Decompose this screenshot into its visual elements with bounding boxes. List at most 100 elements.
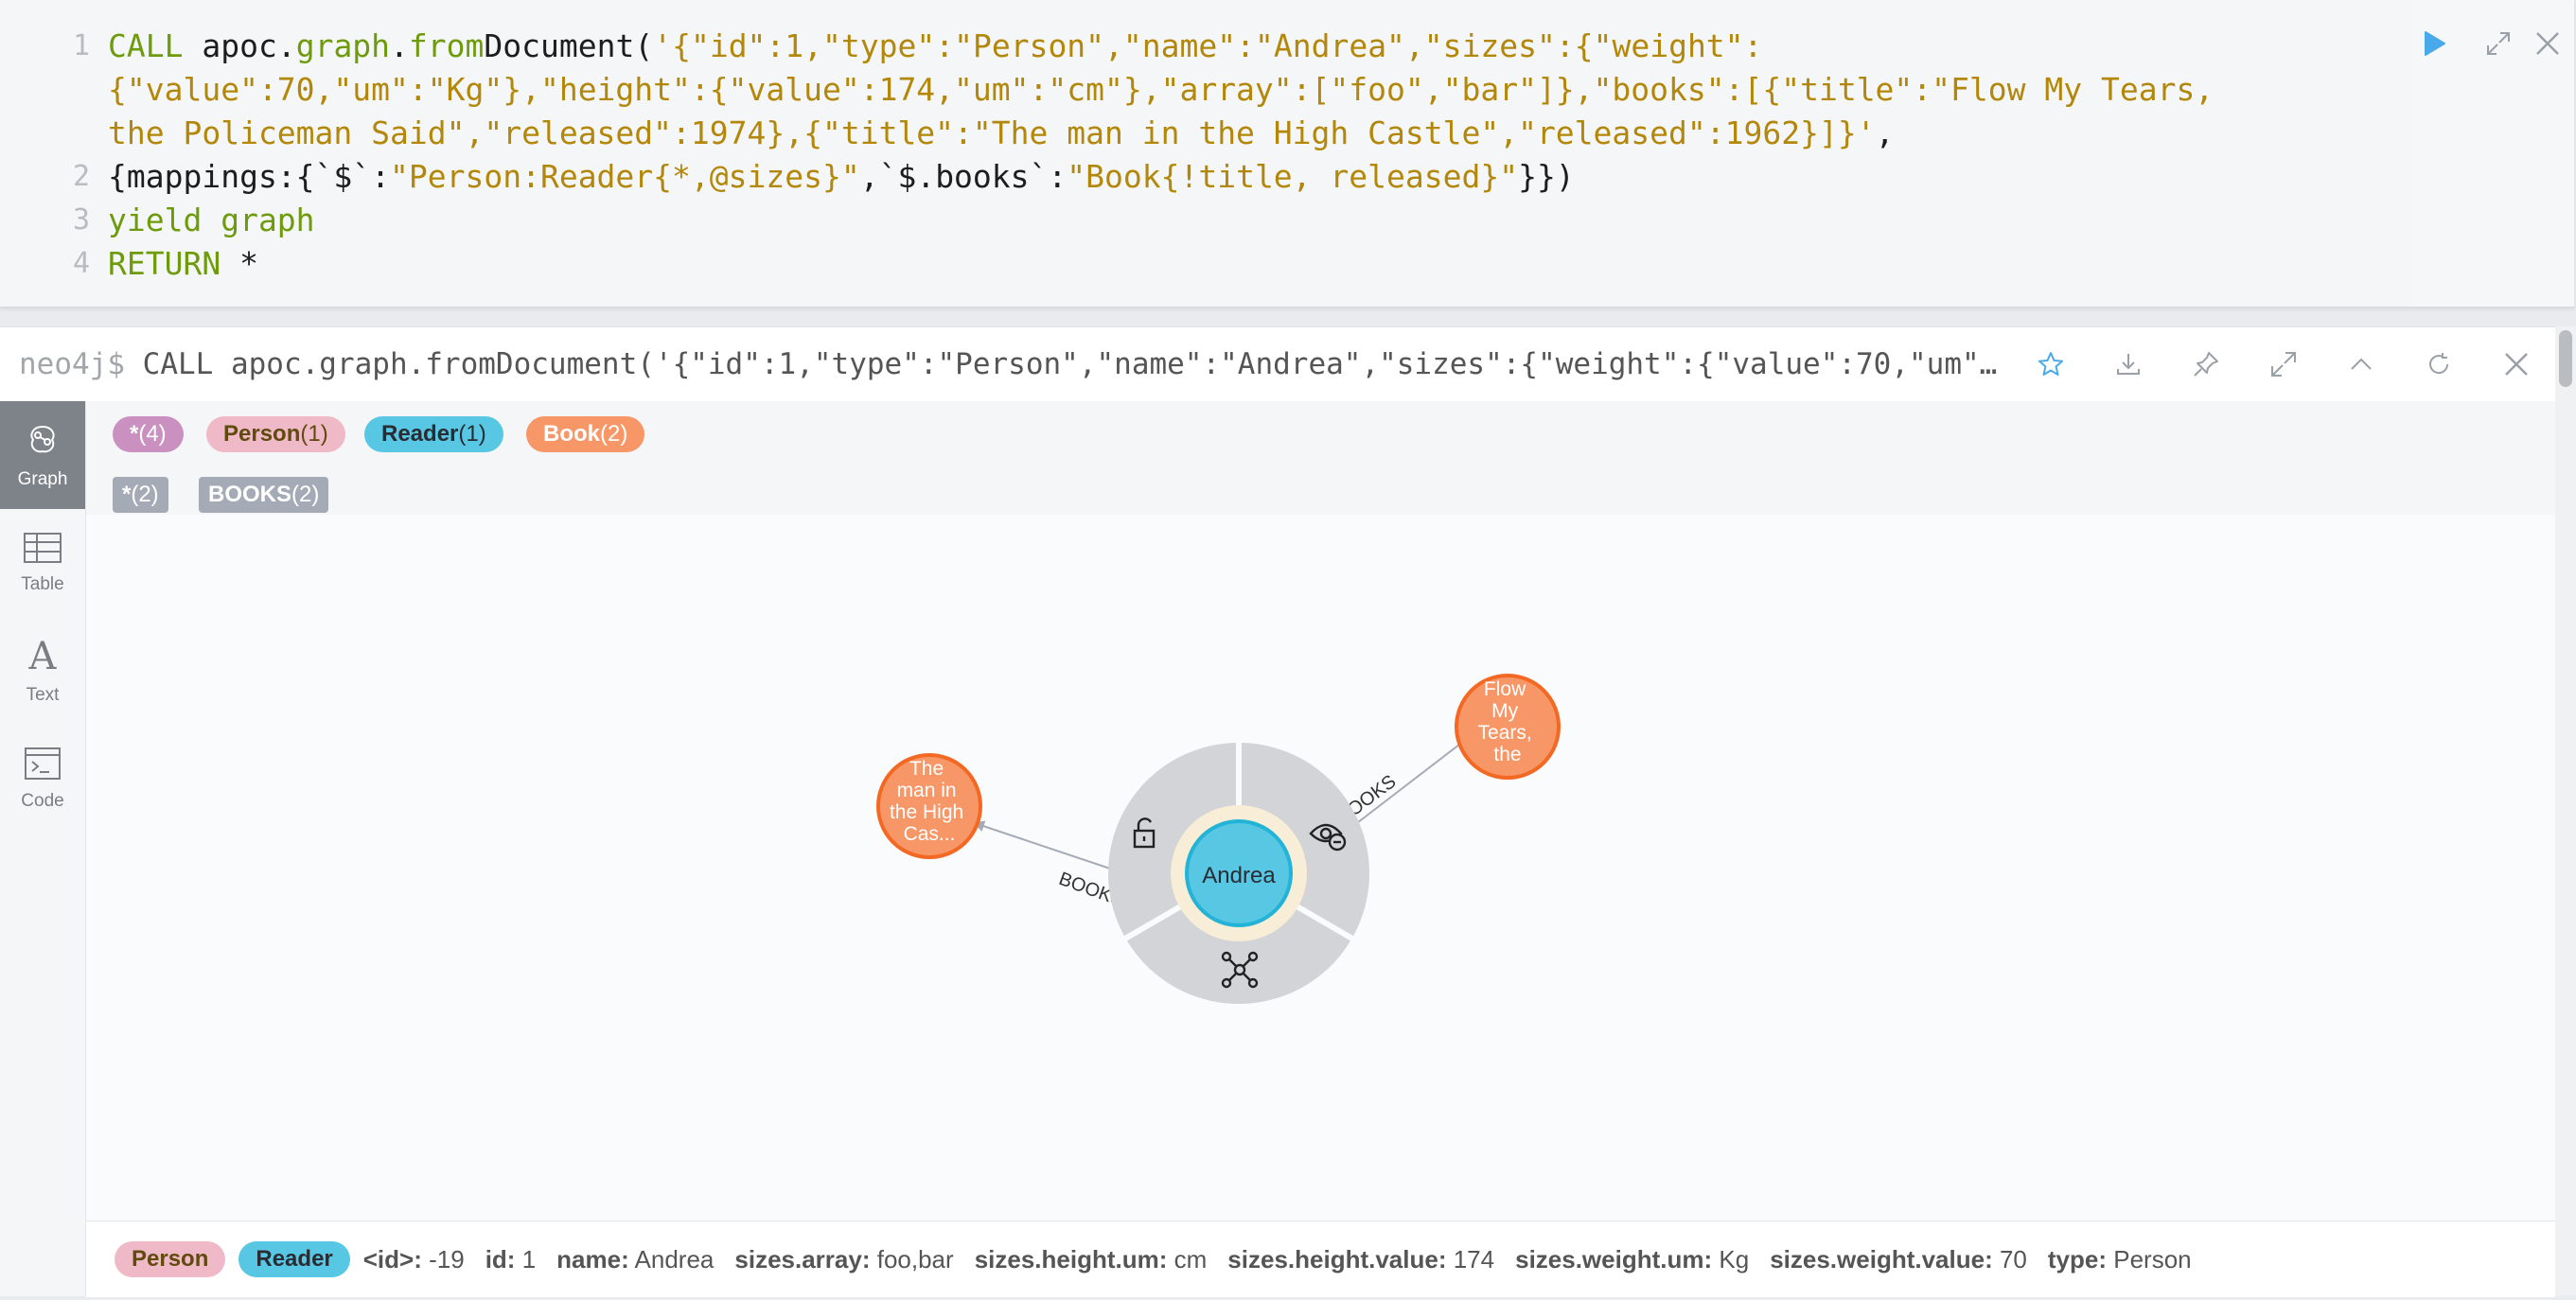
pin-button[interactable] [2184,343,2228,386]
line-number: 4 [72,247,90,280]
download-icon [2117,354,2140,375]
scrollbar[interactable] [2555,326,2576,1295]
legend-label-reader[interactable]: Reader(1) [364,416,503,452]
code-token: RETURN [108,245,240,282]
inspector-property: name: Andrea [556,1245,714,1274]
editor-toolbar [2413,0,2574,85]
relationship-books-1[interactable]: BOOKS [973,820,1126,911]
legend-label-name: * [130,421,139,447]
run-button[interactable] [2413,23,2455,64]
star-icon [2038,352,2063,376]
code-token: "Book{!title, released}" [1067,158,1519,195]
scrollbar-thumb[interactable] [2559,330,2572,387]
expand-child-button[interactable] [1221,951,1259,989]
code-token: . [276,27,296,64]
favorite-button[interactable] [2029,343,2073,386]
line-number: 2 [72,160,90,193]
code-token: graph [295,27,391,64]
inspector-property: sizes.height.value: 174 [1227,1245,1494,1274]
inspector-property: sizes.array: foo,bar [734,1245,953,1274]
code-token: yield graph [108,202,315,238]
property-key: <id>: [362,1244,422,1274]
legend-relationship-all[interactable]: *(2) [113,477,168,513]
code-token: "Person:Reader{*,@sizes}" [390,158,860,195]
frame-command-text: CALL apoc.graph.fromDocument('{"id":1,"t… [142,347,2006,381]
legend-relationship-name: * [122,482,132,507]
editor-fullscreen-button[interactable] [2478,23,2519,64]
legend-label-person[interactable]: Person(1) [206,416,345,452]
caption-line: My [1491,700,1518,722]
property-value: cm [1173,1244,1208,1274]
frame-header: neo4j$ CALL apoc.graph.fromDocument('{"i… [0,327,2555,399]
code-token: {"value":70,"um":"Kg"},"height":{"value"… [108,71,2214,108]
table-icon [23,532,62,569]
legend-label-book[interactable]: Book(2) [526,416,645,452]
collapse-button[interactable] [2339,343,2383,386]
property-value: 1 [521,1244,537,1274]
property-key: id: [485,1244,516,1274]
hide-icon [1309,823,1347,852]
view-tab-graph[interactable]: Graph [0,401,85,509]
node-circle [1455,674,1561,780]
node-caption: Andrea [1202,863,1276,888]
dismiss-button[interactable] [1309,823,1347,852]
expand-icon [2487,32,2510,55]
legend-label-count: (1) [458,421,486,447]
code-text: RETURN * [108,242,258,286]
property-value: foo,bar [876,1244,954,1274]
frame-close-button[interactable] [2495,343,2538,386]
fullscreen-button[interactable] [2262,343,2305,386]
inspector-label-person[interactable]: Person [115,1241,226,1277]
expand-icon [1221,951,1259,989]
caption-line: the High [890,801,963,823]
unlock-icon [1133,817,1156,849]
rerun-button[interactable] [2417,343,2461,386]
view-tab-label: Graph [17,468,68,489]
property-key: sizes.height.um: [974,1244,1168,1274]
legend-label-all[interactable]: *(4) [113,416,184,452]
unlock-button[interactable] [1133,817,1156,849]
code-icon [24,747,62,785]
node-book-2[interactable]: Flow My Tears, the [1455,674,1561,780]
code-token: '{"id":1,"type":"Person","name":"Andrea"… [653,27,1763,64]
node-andrea[interactable]: Andrea [1185,819,1293,927]
code-token: from [408,27,485,64]
close-icon [2536,32,2559,55]
code-token: * [239,245,258,282]
node-book-1[interactable]: The man in the High Cas... [876,753,982,859]
code-token: CALL [108,27,203,64]
text-icon: A [26,635,60,679]
graph-visualization[interactable]: BOOKS BOOKS [86,401,2555,1221]
property-key: sizes.weight.um: [1515,1244,1713,1274]
svg-text:A: A [28,637,58,675]
legend-relationship-books[interactable]: BOOKS(2) [199,477,329,513]
inspector-property: id: 1 [485,1245,536,1274]
view-tab-table[interactable]: Table [0,509,85,617]
inspector-label-reader[interactable]: Reader [238,1241,350,1277]
editor-close-button[interactable] [2527,23,2568,64]
property-value: 70 [1999,1244,2027,1274]
frame-command[interactable]: neo4j$ CALL apoc.graph.fromDocument('{"i… [19,344,2006,384]
view-tab-label: Table [21,573,64,594]
code-token: {mappings:{`$`: [108,158,391,195]
property-value: -19 [429,1244,465,1274]
property-key: type: [2047,1244,2108,1274]
code-text: {"value":70,"um":"Kg"},"height":{"value"… [108,68,2214,112]
inspector-property: sizes.height.um: cm [975,1245,1208,1274]
legend-relationship-count: (2) [131,482,159,507]
line-number: 3 [72,203,90,237]
code-text: CALL apoc.graph.fromDocument('{"id":1,"t… [108,25,1762,68]
export-button[interactable] [2107,343,2150,386]
code-text: yield graph [108,199,315,242]
property-value: Person [2113,1244,2192,1274]
property-value: Andrea [634,1244,715,1274]
play-icon [2425,31,2445,56]
view-tab-code[interactable]: Code [0,725,85,833]
legend-relationship-name: BOOKS [208,482,292,507]
refresh-icon [2429,353,2449,375]
code-token: }}) [1518,158,1575,195]
